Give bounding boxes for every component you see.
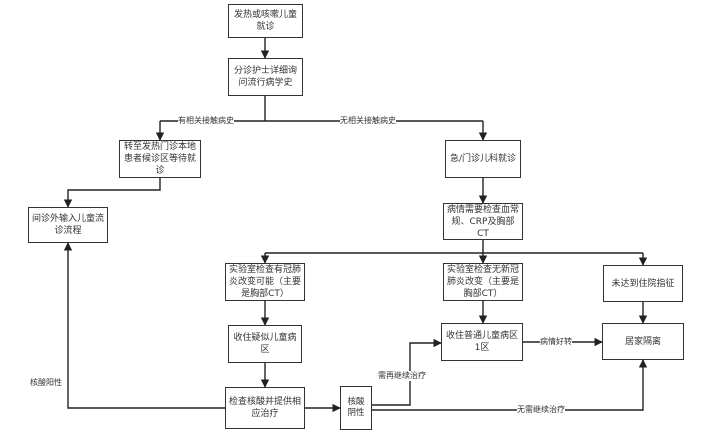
node-exam: 病情需要检查血常规、CRP及胸部CT bbox=[443, 203, 523, 240]
node-lab-no-pneumonia: 实验室检查无新冠肺炎改变（主要是胸部CT） bbox=[443, 263, 523, 301]
edge-label-no-treatment: 无需继续治疗 bbox=[517, 405, 565, 415]
edge-test-epi bbox=[63, 242, 225, 409]
edge-label-without-contact: 无相关接触病史 bbox=[340, 116, 396, 126]
edge-label-with-contact: 有相关接触病史 bbox=[178, 116, 234, 126]
node-general-ward: 收住普通儿童病区1区 bbox=[441, 323, 523, 361]
node-home: 居家隔离 bbox=[602, 323, 684, 360]
node-epi-flow: 间诊外输入儿童流诊流程 bbox=[28, 207, 108, 243]
edge-fever-epi bbox=[63, 178, 161, 208]
edge-label-positive: 核酸阳性 bbox=[30, 378, 62, 388]
node-start: 发热或咳嗽儿童就诊 bbox=[228, 4, 303, 38]
node-lab-pneumonia: 实验室检查有冠肺炎改变可能（主要是胸部CT） bbox=[225, 263, 305, 301]
node-not-admission: 未达到住院指征 bbox=[603, 265, 683, 302]
node-fever-clinic: 转至发热门诊本地患者候诊区等待就诊 bbox=[119, 140, 201, 178]
node-triage: 分诊护士详细询问流行病学史 bbox=[228, 58, 303, 96]
edge-negative-home bbox=[372, 359, 648, 411]
node-suspect-ward: 收住疑似儿童病区 bbox=[228, 325, 302, 363]
node-nucleic-test: 检查核酸并提供相应治疗 bbox=[225, 387, 305, 429]
edge-label-need-treatment: 需再继续治疗 bbox=[378, 371, 426, 381]
node-emergency: 急/门诊儿科就诊 bbox=[445, 140, 521, 178]
edge-label-improved: 病情好转 bbox=[540, 337, 572, 347]
node-result-negative: 核酸阴性 bbox=[340, 386, 372, 430]
